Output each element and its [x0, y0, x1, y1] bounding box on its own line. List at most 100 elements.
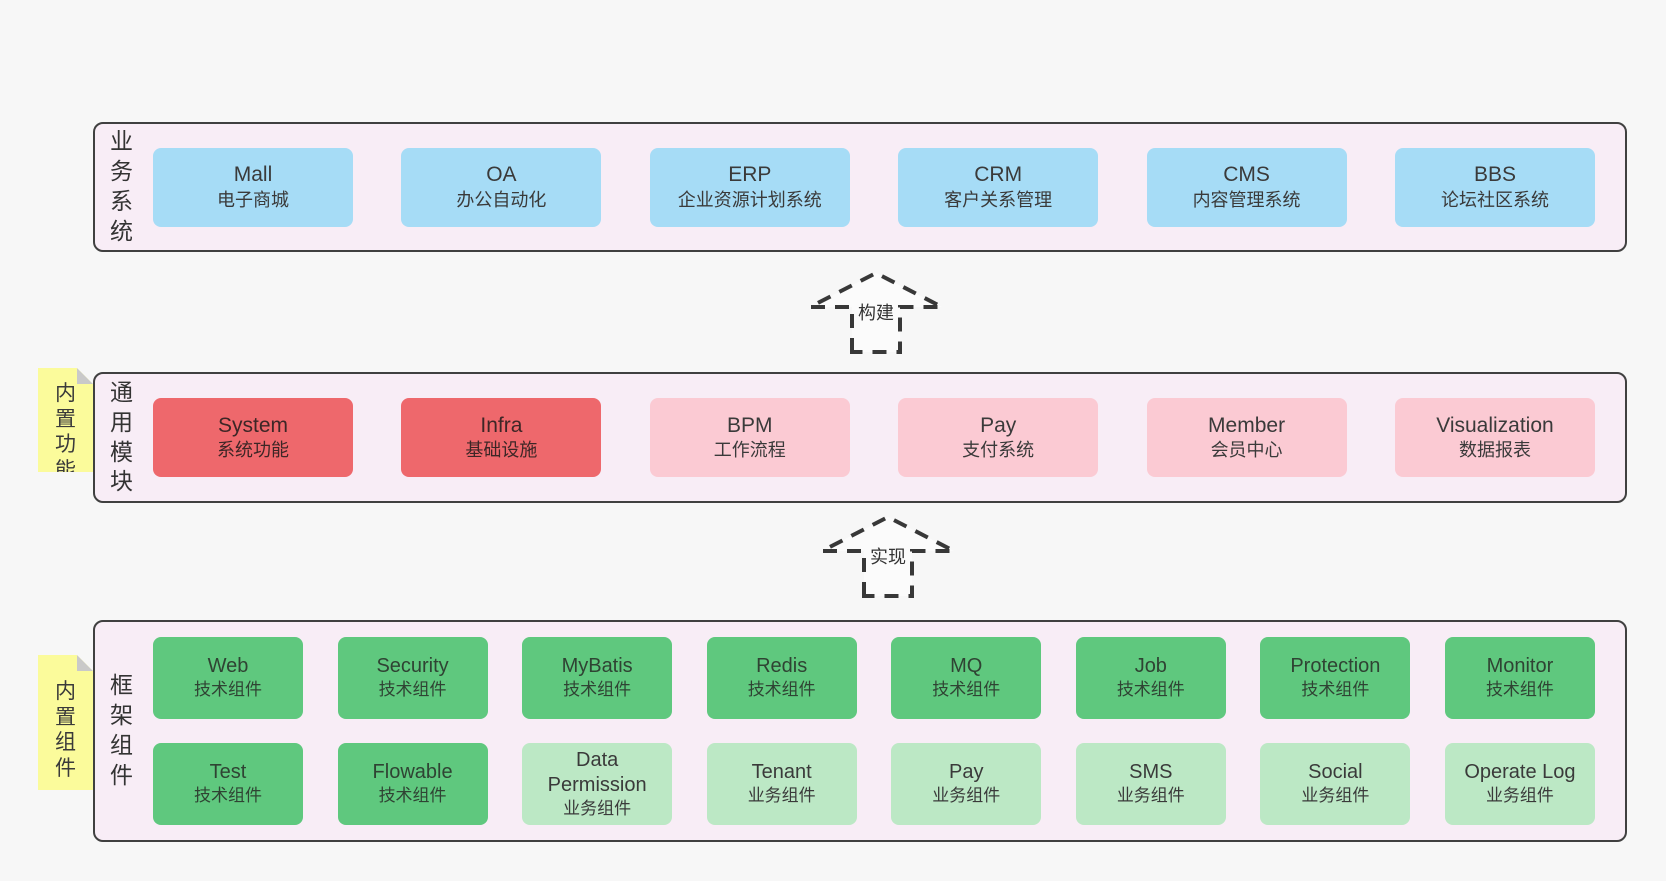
box-web: Web 技术组件: [153, 637, 303, 719]
box-bpm: BPM 工作流程: [649, 398, 850, 477]
box-subtitle: 技术组件: [1116, 680, 1185, 700]
box-subtitle: 业务组件: [1301, 786, 1370, 806]
box-subtitle: 技术组件: [194, 786, 262, 806]
box-monitor: Monitor 技术组件: [1444, 637, 1595, 719]
box-subtitle: 技术组件: [194, 680, 262, 700]
box-redis: Redis 技术组件: [706, 637, 857, 719]
box-title: Data Permission: [547, 748, 647, 796]
box-sms: SMS 业务组件: [1075, 743, 1226, 825]
box-tenant: Tenant 业务组件: [706, 743, 857, 825]
box-title: Protection: [1290, 655, 1381, 678]
box-subtitle: 技术组件: [1485, 680, 1554, 700]
note-text: 内置功能: [55, 382, 76, 482]
box-title: Redis: [756, 655, 808, 678]
box-title: Infra: [480, 413, 523, 437]
box-subtitle: 技术组件: [932, 680, 1001, 700]
box-member: Member 会员中心: [1146, 398, 1347, 477]
box-crm: CRM 客户关系管理: [898, 147, 1099, 227]
box-protection: Protection 技术组件: [1260, 637, 1411, 719]
box-oa: OA 办公自动化: [401, 147, 602, 227]
box-title: Test: [209, 761, 247, 784]
box-title: ERP: [728, 163, 772, 187]
box-title: Web: [207, 655, 249, 678]
band-common-modules: 通用模块 System 系统功能 Infra 基础设施 BPM 工作流程 Pay…: [93, 372, 1627, 503]
box-job: Job 技术组件: [1075, 637, 1226, 719]
band-business-systems: 业务系统 Mall 电子商城 OA 办公自动化 ERP 企业资源计划系统 CRM…: [93, 122, 1627, 252]
band-label: 业务系统: [110, 128, 134, 244]
note-fold-icon: [77, 655, 93, 671]
box-title: Monitor: [1486, 655, 1554, 678]
box-title: Operate Log: [1464, 761, 1576, 784]
box-subtitle: 业务组件: [563, 798, 632, 818]
box-title: CMS: [1223, 163, 1270, 187]
box-subtitle: 工作流程: [713, 440, 786, 461]
box-title: OA: [486, 163, 517, 187]
box-subtitle: 业务组件: [1485, 786, 1554, 806]
box-subtitle: 技术组件: [1301, 680, 1370, 700]
box-infra: Infra 基础设施: [401, 398, 602, 477]
box-title: Social: [1308, 761, 1363, 784]
sticky-note-built-in-features: 内置功能: [38, 368, 93, 472]
box-subtitle: 业务组件: [747, 786, 816, 806]
band-label: 通用模块: [110, 378, 134, 495]
arrow-label: 实现: [867, 543, 909, 569]
box-flowable: Flowable 技术组件: [337, 743, 488, 825]
box-subtitle: 会员中心: [1210, 440, 1283, 461]
box-title: BBS: [1473, 163, 1516, 187]
box-subtitle: 技术组件: [563, 680, 632, 700]
box-subtitle: 企业资源计划系统: [677, 189, 822, 210]
box-cms: CMS 内容管理系统: [1146, 147, 1347, 227]
box-subtitle: 办公自动化: [456, 189, 547, 210]
band-framework-components: 框架组件 Web 技术组件 Security 技术组件 MyBatis 技术组件…: [93, 620, 1627, 842]
box-title: System: [217, 413, 288, 437]
box-subtitle: 业务组件: [1116, 786, 1185, 806]
box-subtitle: 内容管理系统: [1192, 189, 1301, 210]
component-row-2: Test 技术组件 Flowable 技术组件 Data Permission …: [153, 743, 1595, 825]
box-subtitle: 论坛社区系统: [1440, 189, 1549, 210]
box-bbs: BBS 论坛社区系统: [1394, 147, 1595, 227]
box-title: Flowable: [372, 761, 453, 784]
sticky-note-built-in-components: 内置组件: [38, 655, 93, 790]
box-security: Security 技术组件: [337, 637, 488, 719]
band-content: System 系统功能 Infra 基础设施 BPM 工作流程 Pay 支付系统…: [153, 398, 1595, 477]
box-title: Security: [376, 655, 449, 678]
box-title: BPM: [727, 413, 773, 437]
box-subtitle: 基础设施: [465, 440, 538, 461]
box-title: SMS: [1129, 761, 1173, 784]
band-label: 框架组件: [110, 672, 134, 788]
box-mybatis: MyBatis 技术组件: [522, 637, 673, 719]
note-fold-icon: [77, 368, 93, 384]
box-subtitle: 电子商城: [217, 189, 289, 210]
box-test: Test 技术组件: [153, 743, 303, 825]
box-title: Mall: [233, 163, 273, 187]
component-row-1: Web 技术组件 Security 技术组件 MyBatis 技术组件 Redi…: [153, 637, 1595, 719]
box-mq: MQ 技术组件: [891, 637, 1042, 719]
box-subtitle: 数据报表: [1458, 440, 1531, 461]
arrow-implement: 实现: [818, 512, 958, 600]
box-subtitle: 业务组件: [932, 786, 1001, 806]
box-title: Pay: [980, 413, 1017, 437]
box-title: Member: [1208, 413, 1286, 437]
box-title: CRM: [974, 163, 1023, 187]
band-content: Mall 电子商城 OA 办公自动化 ERP 企业资源计划系统 CRM 客户关系…: [153, 147, 1595, 227]
box-title: MQ: [950, 655, 983, 678]
box-mall: Mall 电子商城: [153, 147, 353, 227]
box-subtitle: 技术组件: [378, 786, 447, 806]
box-subtitle: 技术组件: [747, 680, 816, 700]
box-title: MyBatis: [561, 655, 633, 678]
box-visualization: Visualization 数据报表: [1394, 398, 1595, 477]
box-data-permission: Data Permission 业务组件: [522, 743, 673, 825]
box-subtitle: 系统功能: [217, 440, 289, 461]
box-pay: Pay 支付系统: [898, 398, 1099, 477]
box-subtitle: 技术组件: [378, 680, 447, 700]
box-title: Pay: [949, 761, 984, 784]
box-title: Job: [1134, 655, 1167, 678]
arrow-label: 构建: [855, 299, 897, 325]
arrow-build: 构建: [806, 268, 946, 356]
box-system: System 系统功能: [153, 398, 353, 477]
box-subtitle: 客户关系管理: [944, 189, 1053, 210]
box-erp: ERP 企业资源计划系统: [649, 147, 850, 227]
note-text: 内置组件: [55, 680, 76, 780]
box-title: Visualization: [1436, 413, 1554, 437]
